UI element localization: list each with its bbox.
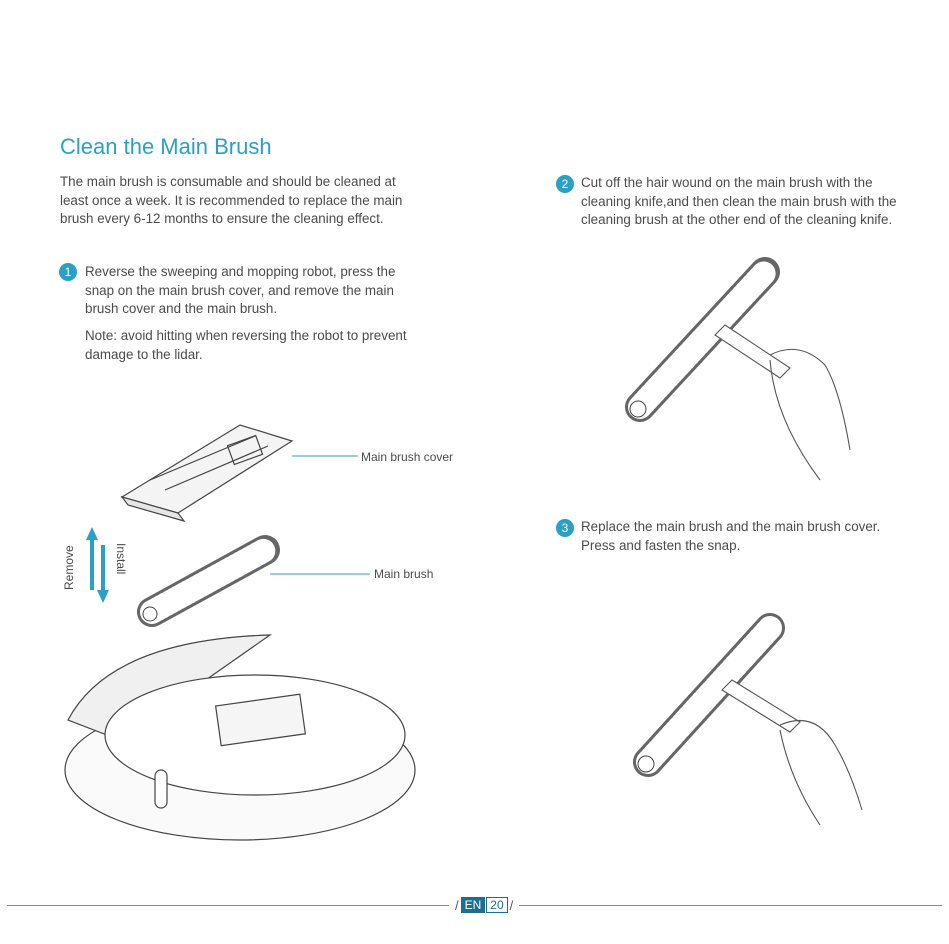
step-1-badge: 1 xyxy=(59,263,77,281)
step-1-note: Note: avoid hitting when reversing the r… xyxy=(85,328,407,362)
main-brush-cover-illustration xyxy=(120,424,294,523)
robot-illustration xyxy=(64,634,416,841)
intro-paragraph: The main brush is consumable and should … xyxy=(60,174,403,226)
main-brush-label: Main brush xyxy=(374,567,434,581)
remove-install-arrows xyxy=(86,527,109,603)
main-brush-cover-label: Main brush cover xyxy=(361,450,454,464)
step-3-brush-illustration xyxy=(633,613,785,777)
step-2-hand-illustration xyxy=(714,324,851,481)
step-2-text: Cut off the hair wound on the main brush… xyxy=(581,175,897,227)
step-1-text: Reverse the sweeping and mopping robot, … xyxy=(85,264,396,316)
main-brush-illustration xyxy=(137,535,280,627)
remove-label: Remove xyxy=(62,545,76,590)
step-3-text: Replace the main brush and the main brus… xyxy=(581,519,881,553)
page-number: 20 xyxy=(486,897,508,913)
step-2-brush-illustration xyxy=(625,257,780,422)
page-title: Clean the Main Brush xyxy=(60,134,272,159)
slash-right-icon: / xyxy=(509,897,514,913)
page-number-badge: / EN 20 / xyxy=(449,896,520,914)
slash-left-icon: / xyxy=(455,897,459,913)
step-3-badge: 3 xyxy=(556,519,574,537)
step-3-hand-illustration xyxy=(721,679,863,826)
language-code: EN xyxy=(460,897,486,913)
install-label: Install xyxy=(114,543,128,575)
step-2-badge: 2 xyxy=(556,175,574,193)
